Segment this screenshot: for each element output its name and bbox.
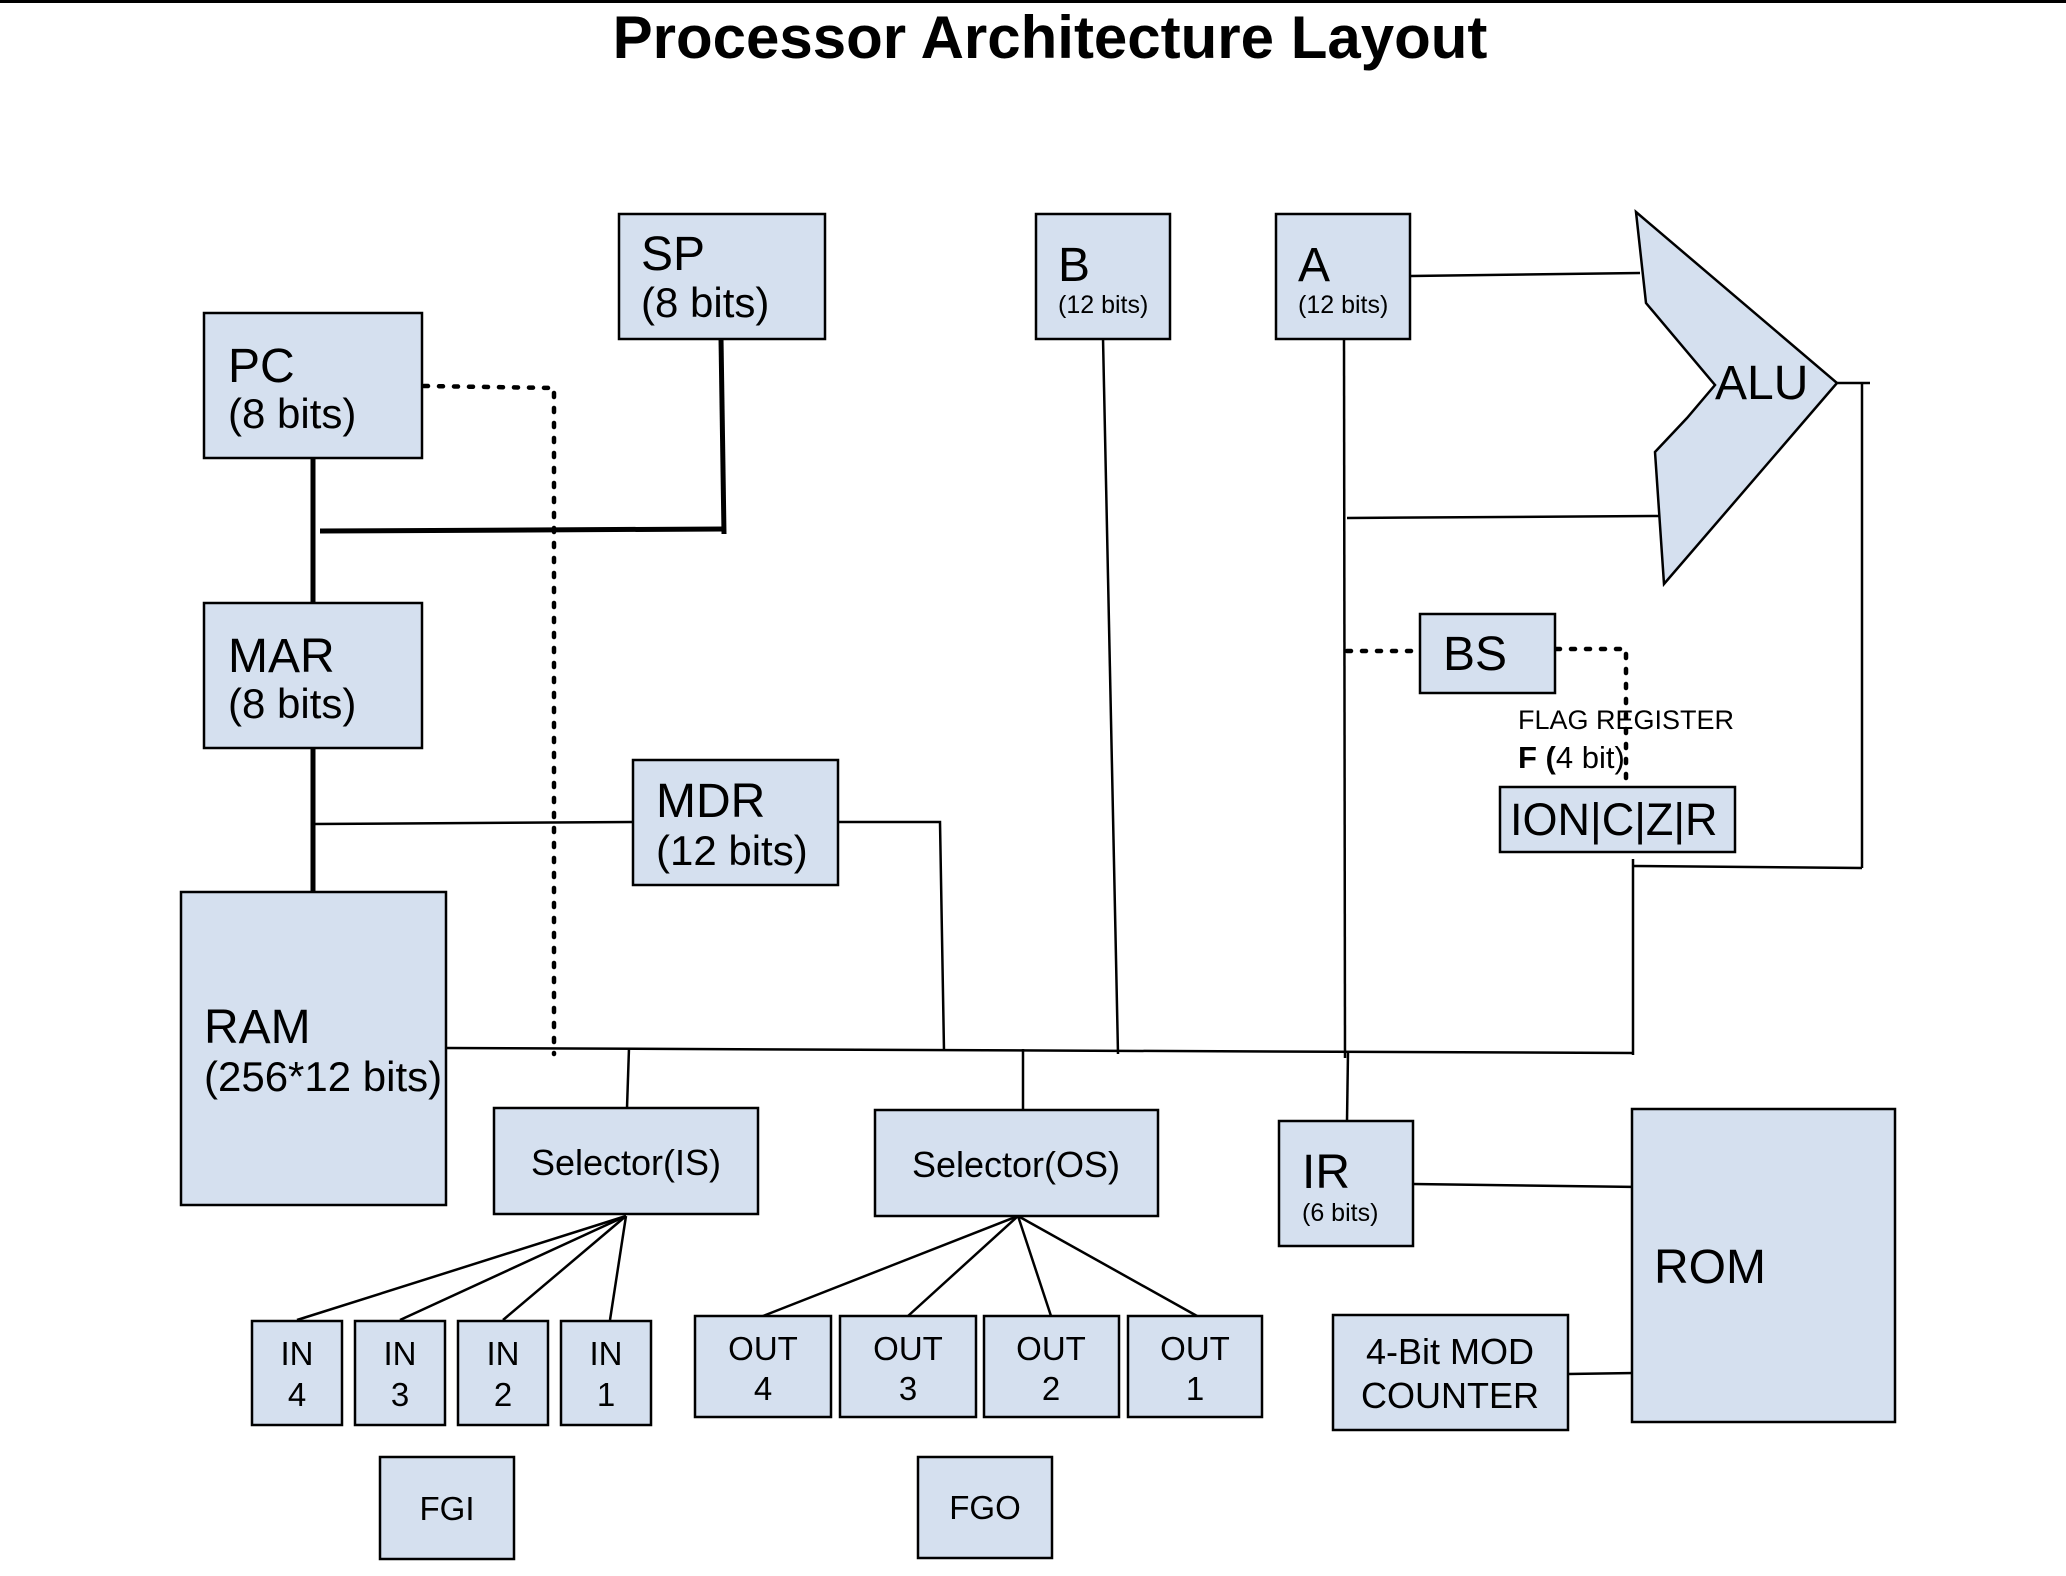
- selector-os: Selector(OS): [873, 1108, 1160, 1218]
- register-mar-size: (8 bits): [228, 680, 356, 727]
- input-port-3-line1: IN: [384, 1335, 417, 1372]
- output-port-4-line1: OUT: [728, 1330, 798, 1367]
- sp-link: [718, 337, 727, 535]
- counter-rom-link: [1567, 1371, 1636, 1376]
- register-mdr: MDR (12 bits): [631, 758, 840, 887]
- input-port-2: IN 2: [456, 1319, 550, 1427]
- b-bus-link: [1101, 337, 1120, 1055]
- flag-register-size: 4 bit): [1556, 740, 1625, 775]
- input-port-1-line1: IN: [590, 1335, 623, 1372]
- ir-rom-link: [1412, 1182, 1641, 1189]
- input-port-3-line2: 3: [391, 1376, 409, 1413]
- ram-size: (256*12 bits): [204, 1053, 442, 1100]
- output-port-3-line2: 3: [899, 1370, 917, 1407]
- register-sp-name: SP: [641, 228, 705, 281]
- bus-ir-link: [1345, 1051, 1350, 1122]
- mod-counter-line2: COUNTER: [1361, 1375, 1539, 1416]
- flag-register-letter: F: [1518, 740, 1537, 775]
- rom: ROM: [1630, 1107, 1897, 1424]
- os-out2-link: [1016, 1215, 1053, 1317]
- connections: [296, 271, 1870, 1376]
- rom-label: ROM: [1654, 1241, 1766, 1294]
- register-pc-name: PC: [228, 340, 295, 393]
- output-port-3-line1: OUT: [873, 1330, 943, 1367]
- flag-register-caption: FLAG REGISTER: [1518, 705, 1734, 735]
- alu-label: ALU: [1715, 357, 1808, 410]
- register-pc: PC (8 bits): [202, 311, 424, 460]
- register-ir-size: (6 bits): [1302, 1199, 1378, 1227]
- input-port-3: IN 3: [353, 1319, 447, 1427]
- alu-flag-link: [1632, 864, 1863, 870]
- fgo-flag: FGO: [916, 1455, 1054, 1560]
- register-sp-size: (8 bits): [641, 279, 769, 326]
- selector-os-label: Selector(OS): [912, 1144, 1120, 1185]
- flag-register: FLAG REGISTER F (4 bit) ION|C|Z|R: [1498, 705, 1737, 854]
- pc-dotted-link: [421, 383, 557, 1057]
- output-port-2: OUT 2: [982, 1314, 1121, 1419]
- output-port-4-line2: 4: [754, 1370, 772, 1407]
- register-pc-size: (8 bits): [228, 390, 356, 437]
- output-port-3: OUT 3: [838, 1314, 978, 1419]
- output-port-2-line1: OUT: [1016, 1330, 1086, 1367]
- selector-is-label: Selector(IS): [531, 1142, 721, 1183]
- mod-counter: 4-Bit MOD COUNTER: [1331, 1313, 1570, 1432]
- flag-register-label: F (4 bit): [1518, 740, 1625, 775]
- mar-mdr-link: [312, 820, 634, 826]
- register-b: B (12 bits): [1034, 212, 1172, 341]
- input-port-4-line2: 4: [288, 1376, 306, 1413]
- register-mar-name: MAR: [228, 630, 335, 683]
- register-ir-name: IR: [1302, 1146, 1350, 1199]
- register-mar: MAR (8 bits): [202, 601, 424, 750]
- register-mdr-size: (12 bits): [656, 827, 808, 874]
- mod-counter-line1: 4-Bit MOD: [1366, 1331, 1534, 1372]
- is-in4-link: [296, 1214, 627, 1322]
- register-a-name: A: [1298, 239, 1330, 292]
- bus-selector-is-link: [625, 1047, 631, 1109]
- register-b-name: B: [1058, 239, 1090, 292]
- input-port-2-line1: IN: [487, 1335, 520, 1372]
- input-port-2-line2: 2: [494, 1376, 512, 1413]
- input-port-4: IN 4: [250, 1319, 344, 1427]
- os-out4-link: [762, 1214, 1019, 1318]
- alu-shape: [1634, 209, 1839, 588]
- ram: RAM (256*12 bits): [179, 890, 448, 1207]
- register-a-size: (12 bits): [1298, 291, 1388, 319]
- pc-sp-link: [319, 526, 725, 534]
- fgi-flag: FGI: [378, 1455, 516, 1561]
- diagram-title: Processor Architecture Layout: [613, 4, 1488, 71]
- input-port-1-line2: 1: [597, 1376, 615, 1413]
- register-sp: SP (8 bits): [617, 212, 827, 341]
- a-bus-link: [1342, 337, 1347, 1059]
- register-b-size: (12 bits): [1058, 291, 1148, 319]
- is-in3-link: [399, 1214, 627, 1322]
- output-port-1-line2: 1: [1186, 1370, 1204, 1407]
- output-port-1: OUT 1: [1126, 1314, 1264, 1419]
- fgi-label: FGI: [420, 1490, 475, 1527]
- mdr-bus-link: [838, 820, 946, 1052]
- bus-alu-link: [1346, 514, 1661, 520]
- output-port-2-line2: 2: [1042, 1370, 1060, 1407]
- ram-name: RAM: [204, 1001, 311, 1054]
- selector-is: Selector(IS): [492, 1106, 760, 1216]
- is-in1-link: [608, 1215, 628, 1321]
- output-port-4: OUT 4: [693, 1314, 833, 1419]
- register-bs: BS: [1418, 612, 1557, 695]
- os-out3-link: [907, 1215, 1019, 1317]
- register-ir: IR (6 bits): [1277, 1119, 1415, 1248]
- fgo-label: FGO: [949, 1489, 1021, 1526]
- a-alu-link: [1410, 271, 1641, 278]
- flag-register-bits: ION|C|Z|R: [1510, 794, 1718, 845]
- register-a: A (12 bits): [1274, 212, 1412, 341]
- alu: ALU: [1634, 209, 1839, 588]
- register-mdr-name: MDR: [656, 775, 765, 828]
- input-port-4-line1: IN: [281, 1335, 314, 1372]
- main-bus: [445, 1046, 1634, 1055]
- flag-register-paren: (: [1537, 740, 1557, 775]
- output-port-1-line1: OUT: [1160, 1330, 1230, 1367]
- os-out1-link: [1017, 1214, 1198, 1318]
- input-port-1: IN 1: [559, 1319, 653, 1427]
- is-in2-link: [502, 1215, 627, 1321]
- register-bs-name: BS: [1443, 628, 1507, 681]
